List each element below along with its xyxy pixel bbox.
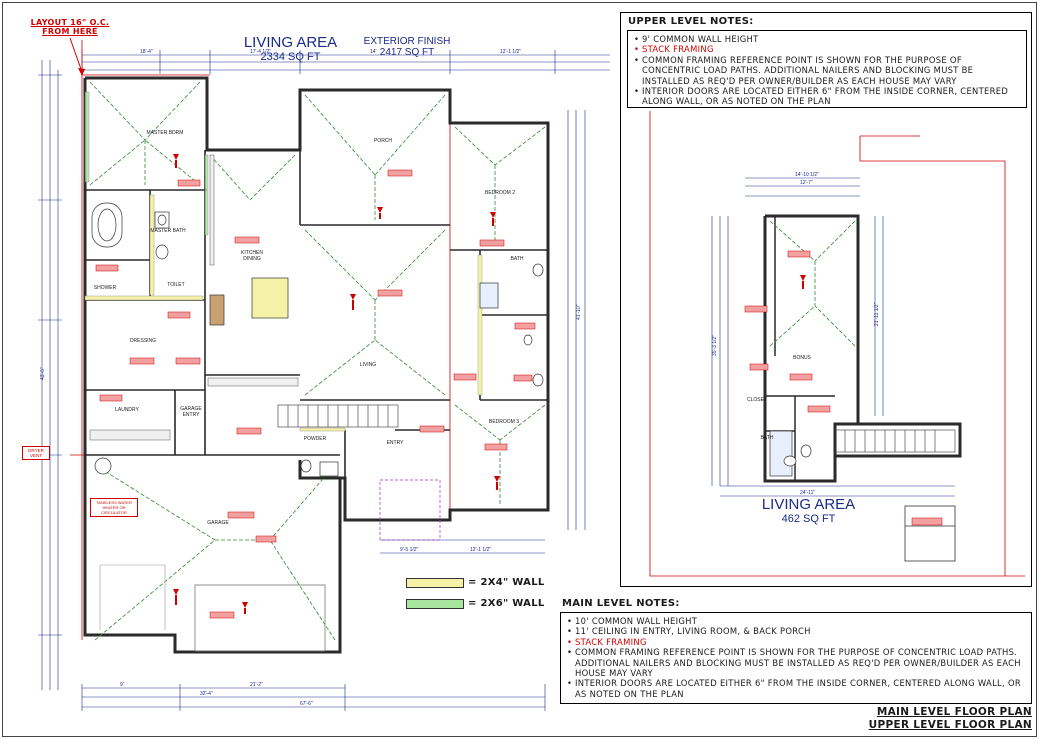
- main-note-1: 10' COMMON WALL HEIGHT: [567, 616, 1025, 627]
- room-entry: ENTRY: [386, 440, 404, 446]
- upper-notes-list: 9' COMMON WALL HEIGHT STACK FRAMING COMM…: [628, 31, 1026, 110]
- svg-text:12'-1 1/2": 12'-1 1/2": [470, 547, 491, 553]
- exterior-finish-value: 2417 SQ FT: [379, 47, 435, 58]
- dryer-vent-tag: DRYER VENT: [22, 446, 50, 460]
- main-note-3: STACK FRAMING: [567, 637, 1025, 648]
- water-heater-tag: TANKLESS WATER HEATER OR CIRCULATOR: [90, 498, 138, 517]
- room-garage-entry: GARAGE ENTRY: [180, 406, 202, 418]
- dryer-vent-text: DRYER VENT: [28, 448, 44, 458]
- upper-notes-box: 9' COMMON WALL HEIGHT STACK FRAMING COMM…: [627, 30, 1027, 108]
- upper-living-area-label: LIVING AREA: [761, 496, 856, 513]
- legend-2x6-swatch: [406, 598, 464, 609]
- svg-text:41'-10": 41'-10": [576, 304, 582, 320]
- title-main-level: MAIN LEVEL FLOOR PLAN: [876, 706, 1032, 718]
- legend-2x6: = 2X6" WALL: [406, 598, 545, 609]
- upper-note-2: STACK FRAMING: [634, 44, 1020, 55]
- room-dressing: DRESSING: [129, 338, 157, 344]
- upper-notes-title: UPPER LEVEL NOTES:: [628, 16, 754, 27]
- room-master-bath: MASTER BATH: [150, 228, 186, 234]
- svg-text:43'-5": 43'-5": [40, 367, 46, 380]
- main-notes-box: 10' COMMON WALL HEIGHT 11' CEILING IN EN…: [560, 612, 1032, 704]
- svg-text:17'-4 1/2": 17'-4 1/2": [250, 49, 271, 55]
- room-living: LIVING: [359, 362, 377, 368]
- legend-2x4-label: = 2X4" WALL: [468, 577, 545, 588]
- upper-level-frame: [620, 12, 1032, 587]
- svg-text:12'-1 1/2": 12'-1 1/2": [500, 49, 521, 55]
- exterior-finish-label: EXTERIOR FINISH: [363, 36, 451, 47]
- svg-text:67'-6": 67'-6": [300, 701, 313, 707]
- exterior-finish: EXTERIOR FINISH 2417 SQ FT: [352, 36, 462, 58]
- upper-note-4: INTERIOR DOORS ARE LOCATED EITHER 6" FRO…: [634, 86, 1020, 107]
- svg-text:21'-2": 21'-2": [250, 682, 263, 688]
- svg-text:12'-7": 12'-7": [800, 180, 813, 186]
- water-heater-text: TANKLESS WATER HEATER OR CIRCULATOR: [96, 500, 132, 515]
- main-living-area-value: 2334 SQ FT: [260, 51, 321, 63]
- title-block: MAIN LEVEL FLOOR PLAN UPPER LEVEL FLOOR …: [820, 706, 1032, 732]
- upper-floor-plan: 14'-10 1/2" 12'-7" 35'-3 1/2" 21'-11 1/2"…: [649, 111, 1025, 577]
- main-notes-list: 10' COMMON WALL HEIGHT 11' CEILING IN EN…: [561, 613, 1031, 702]
- svg-text:32'-4": 32'-4": [200, 691, 213, 697]
- room-laundry: LAUNDRY: [115, 407, 139, 413]
- svg-text:35'-3 1/2": 35'-3 1/2": [712, 335, 718, 356]
- svg-text:24'-11": 24'-11": [800, 490, 815, 496]
- room-bath: BATH: [510, 256, 524, 262]
- legend-2x4: = 2X4" WALL: [406, 577, 545, 588]
- layout-note: LAYOUT 16" O.C. FROM HERE: [30, 18, 110, 36]
- room-upper-bath: BATH: [760, 435, 774, 441]
- main-note-4: COMMON FRAMING REFERENCE POINT IS SHOWN …: [567, 647, 1025, 678]
- main-living-area: LIVING AREA 2334 SQ FT: [228, 34, 353, 63]
- svg-text:18'-4": 18'-4": [140, 49, 153, 55]
- svg-text:21'-11 1/2": 21'-11 1/2": [874, 302, 880, 326]
- room-kitchen: KITCHEN DINING: [241, 250, 263, 262]
- svg-text:14': 14': [370, 49, 377, 55]
- room-garage: GARAGE: [207, 520, 229, 526]
- room-bedroom2: BEDROOM 2: [484, 190, 515, 196]
- upper-note-1: 9' COMMON WALL HEIGHT: [634, 34, 1020, 45]
- room-shower: SHOWER: [93, 285, 117, 291]
- legend-2x6-label: = 2X6" WALL: [468, 598, 545, 609]
- svg-text:9': 9': [120, 682, 124, 688]
- upper-note-3: COMMON FRAMING REFERENCE POINT IS SHOWN …: [634, 55, 1020, 86]
- room-bedroom3: BEDROOM 3: [488, 419, 519, 425]
- upper-living-area-value: 462 SQ FT: [781, 513, 836, 525]
- main-living-area-label: LIVING AREA: [243, 34, 338, 51]
- legend-2x4-swatch: [406, 577, 464, 588]
- main-note-5: INTERIOR DOORS ARE LOCATED EITHER 6" FRO…: [567, 678, 1025, 699]
- main-note-2: 11' CEILING IN ENTRY, LIVING ROOM, & BAC…: [567, 626, 1025, 637]
- main-notes-title: MAIN LEVEL NOTES:: [562, 598, 680, 609]
- layout-note-line2: FROM HERE: [42, 27, 98, 36]
- upper-living-area: LIVING AREA 462 SQ FT: [746, 496, 871, 525]
- title-upper-level: UPPER LEVEL FLOOR PLAN: [868, 719, 1032, 731]
- room-porch: PORCH: [373, 138, 393, 144]
- svg-text:14'-10 1/2": 14'-10 1/2": [795, 172, 819, 178]
- main-floor-plan: 18'-4" 17'-4 1/2" 14' 12'-1 1/2" 67'-6" 32'…: [38, 37, 610, 711]
- layout-note-line1: LAYOUT 16" O.C.: [30, 18, 110, 27]
- room-powder: POWDER: [303, 436, 327, 442]
- room-master: MASTER BDRM: [146, 130, 184, 136]
- room-bonus: BONUS: [793, 355, 811, 361]
- room-toilet: TOILET: [167, 282, 185, 288]
- room-closet: CLOSET: [746, 397, 767, 403]
- svg-text:9'-5 1/2": 9'-5 1/2": [400, 547, 419, 553]
